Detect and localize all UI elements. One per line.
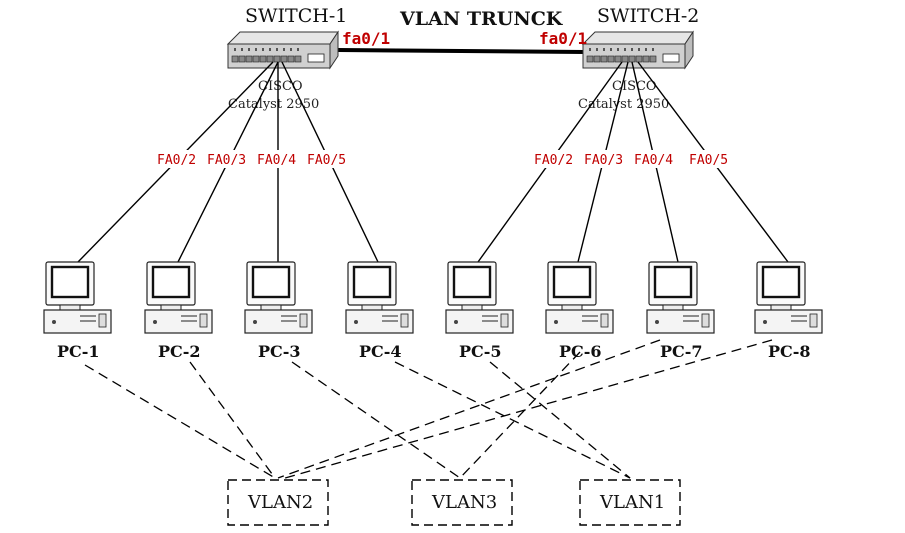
- member-pc8-vlan2: [284, 339, 773, 479]
- sw2-port-label-4: FA0/5: [689, 153, 728, 168]
- sw2-port-label-2: FA0/3: [584, 153, 623, 168]
- vlan1-label: VLAN1: [599, 492, 665, 513]
- sw1-port-label-4: FA0/5: [307, 153, 346, 168]
- sw2-port-label-3: FA0/4: [634, 153, 673, 168]
- pc-3-icon: [243, 260, 314, 335]
- pc-6-label: PC-6: [559, 342, 602, 361]
- vlan-box-vlan3[interactable]: VLAN3: [411, 479, 513, 526]
- switch-1[interactable]: SWITCH-1 fa0/1 CISCO Catalyst 2950: [227, 5, 390, 112]
- member-pc5-vlan1: [489, 361, 631, 479]
- pc-2-label: PC-2: [158, 342, 201, 361]
- member-pc3-vlan3: [291, 361, 461, 479]
- pc-8[interactable]: PC-8: [753, 260, 824, 361]
- pc-5-icon: [444, 260, 515, 335]
- pc-1-icon: [42, 260, 113, 335]
- sw2-port-label-1: FA0/2: [534, 153, 573, 168]
- switch-1-model: Catalyst 2950: [228, 97, 319, 112]
- vlan-membership-links: [84, 339, 773, 479]
- switch-2[interactable]: SWITCH-2 fa0/1 CISCO Catalyst 2950: [539, 5, 699, 112]
- switch-1-name: SWITCH-1: [245, 5, 347, 27]
- switch-2-trunk-port: fa0/1: [539, 29, 587, 48]
- pc-3[interactable]: PC-3: [243, 260, 314, 361]
- sw1-port-label-2: FA0/3: [207, 153, 246, 168]
- pc-7[interactable]: PC-7: [645, 260, 716, 361]
- switch-1-trunk-port: fa0/1: [342, 29, 390, 48]
- member-pc1-vlan2: [84, 364, 276, 479]
- pc-4-label: PC-4: [359, 342, 402, 361]
- pc-5[interactable]: PC-5: [444, 260, 515, 361]
- member-pc7-vlan2: [277, 339, 661, 479]
- pc-8-label: PC-8: [768, 342, 811, 361]
- vlan-box-vlan2[interactable]: VLAN2: [227, 479, 329, 526]
- pc-5-label: PC-5: [459, 342, 502, 361]
- pc-7-label: PC-7: [660, 342, 703, 361]
- sw1-port-label-1: FA0/2: [157, 153, 196, 168]
- member-pc2-vlan2: [189, 361, 276, 479]
- switch-2-brand: CISCO: [612, 79, 657, 94]
- switch-2-model: Catalyst 2950: [578, 97, 669, 112]
- pc-6-icon: [544, 260, 615, 335]
- sw1-port-label-3: FA0/4: [257, 153, 296, 168]
- pc-8-icon: [753, 260, 824, 335]
- trunk-link: [337, 48, 586, 54]
- pc-1[interactable]: PC-1: [42, 260, 113, 361]
- pc-2-icon: [143, 260, 214, 335]
- pc-1-label: PC-1: [57, 342, 100, 361]
- member-pc6-vlan3: [459, 351, 581, 479]
- vlan-box-vlan1[interactable]: VLAN1: [579, 479, 681, 526]
- pc-2[interactable]: PC-2: [143, 260, 214, 361]
- pc-7-icon: [645, 260, 716, 335]
- vlan2-label: VLAN2: [247, 492, 313, 513]
- member-pc4-vlan1: [394, 361, 631, 479]
- pc-4[interactable]: PC-4: [344, 260, 415, 361]
- pc-6[interactable]: PC-6: [544, 260, 615, 361]
- pc-4-icon: [344, 260, 415, 335]
- diagram-title: VLAN TRUNCK: [399, 8, 564, 30]
- vlan3-label: VLAN3: [431, 492, 497, 513]
- pc-3-label: PC-3: [258, 342, 301, 361]
- switch-2-name: SWITCH-2: [597, 5, 699, 27]
